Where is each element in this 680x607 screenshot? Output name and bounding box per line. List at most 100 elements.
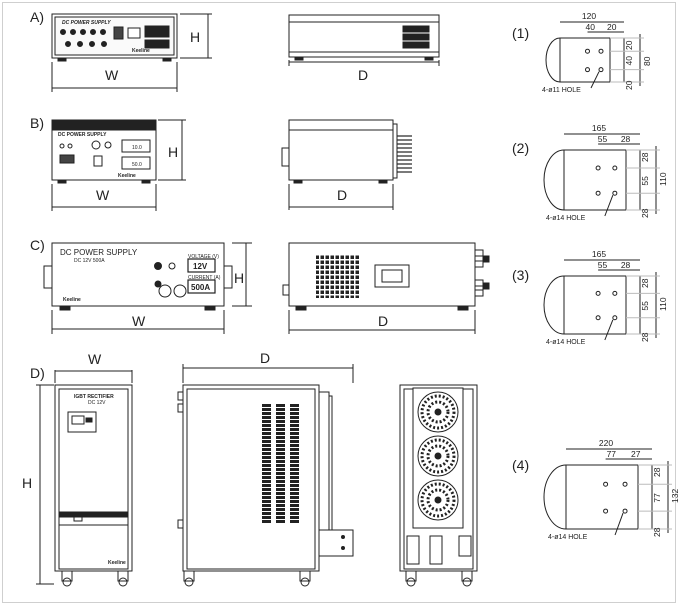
mount-hole-leader xyxy=(590,71,600,89)
section-a-depth-dimension: D xyxy=(288,60,440,83)
mount-hole xyxy=(622,508,628,514)
mount-hole xyxy=(595,165,601,171)
section-b-d-label: D xyxy=(337,187,347,203)
section-c-width-dimension: W xyxy=(51,310,225,334)
mount-total-value: 110 xyxy=(658,172,668,186)
mount-hole-label: 4-ø11 HOLE xyxy=(542,87,581,94)
mount-right-top-value: 28 xyxy=(640,278,650,288)
mount-dome xyxy=(543,149,565,211)
mount-total-value: 80 xyxy=(642,56,652,66)
fan-icon xyxy=(417,435,459,477)
section-b: B) DC POWER SUPPLY 10.0 50.0 Keeline W H xyxy=(30,115,412,211)
fan-icon xyxy=(417,391,459,433)
section-b-width-dimension: W xyxy=(51,184,157,211)
mount-hole xyxy=(585,48,590,54)
section-d-width-dimension: W xyxy=(54,351,133,383)
section-d-label: D) xyxy=(30,365,45,381)
section-c-label: C) xyxy=(30,237,45,253)
mount-dome xyxy=(545,37,561,83)
mount-offset-value: 27 xyxy=(631,449,641,459)
section-b-height-dimension: H xyxy=(158,119,186,181)
mount-offset-value: 28 xyxy=(621,134,631,144)
mount-right-top-value: 28 xyxy=(640,152,650,162)
section-b-depth-dimension: D xyxy=(288,184,394,210)
section-c-front-title: DC POWER SUPPLY xyxy=(60,248,138,257)
section-a-d-label: D xyxy=(358,67,368,83)
mount-plate xyxy=(559,37,611,83)
section-a-side-view xyxy=(288,14,440,61)
mount-plate xyxy=(563,149,627,211)
mount-label: (4) xyxy=(512,457,529,473)
section-a-brand: Keeline xyxy=(132,48,150,54)
section-c-amp-label: CURRENT (A) xyxy=(188,275,221,281)
mount-hole-leader xyxy=(604,319,614,341)
section-d-w-label: W xyxy=(88,351,102,367)
mount-inner-value: 55 xyxy=(598,260,608,270)
section-c-brand: Keeline xyxy=(63,297,81,303)
section-a-width-dimension: W xyxy=(51,62,178,92)
mount-total-value: 132 xyxy=(670,489,680,503)
section-d-d-label: D xyxy=(260,350,270,366)
section-d-depth-dimension: D xyxy=(182,350,354,383)
section-b-meter2: 50.0 xyxy=(132,162,142,168)
section-a-h-label: H xyxy=(190,29,200,45)
section-b-brand: Keeline xyxy=(118,173,136,179)
section-b-meter1: 10.0 xyxy=(132,145,142,151)
mount-dome xyxy=(543,275,565,335)
section-c-h-label: H xyxy=(234,270,244,286)
mount-plate xyxy=(565,464,639,530)
section-d-height-dimension: H xyxy=(22,384,54,585)
section-a-height-dimension: H xyxy=(180,13,212,59)
mount-label: (3) xyxy=(512,267,529,283)
section-a-front-title: DC POWER SUPPLY xyxy=(62,20,111,26)
mount-inner-value: 77 xyxy=(607,449,617,459)
section-d-front-view: IGBT RECTIFIER DC 12V Keeline xyxy=(54,384,133,587)
mount-hole xyxy=(603,508,609,514)
section-c-side-view xyxy=(282,242,490,311)
section-b-front-view: DC POWER SUPPLY 10.0 50.0 Keeline xyxy=(51,119,157,184)
mount-hole-label: 4-ø14 HOLE xyxy=(546,215,586,222)
mount-offset-value: 20 xyxy=(607,22,617,32)
mount-hole xyxy=(622,481,628,487)
section-d: D) IGBT RECTIFIER DC 12V Keeline W xyxy=(22,350,478,587)
section-c-height-dimension: H xyxy=(232,242,252,307)
mount-hole-label: 4-ø14 HOLE xyxy=(546,339,586,346)
mount-width-value: 220 xyxy=(599,438,613,448)
mount-hole-label: 4-ø14 HOLE xyxy=(548,534,588,541)
mount-width-value: 165 xyxy=(592,123,606,133)
section-d-front-title: IGBT RECTIFIER xyxy=(74,394,114,400)
section-a: A) DC POWER SUPPLY Keeline W xyxy=(30,9,440,92)
mount-hole xyxy=(598,67,604,73)
mount-hole xyxy=(595,290,601,296)
section-c: C) DC POWER SUPPLY DC 12V 500A VOLTAGE (… xyxy=(30,237,490,334)
mount-right-mid-value: 55 xyxy=(640,176,650,186)
mount-hole xyxy=(595,315,601,321)
mount-hole xyxy=(595,190,601,196)
section-c-amp-value: 500A xyxy=(191,283,210,292)
section-b-front-title: DC POWER SUPPLY xyxy=(58,132,107,138)
section-c-volt-label: VOLTAGE (V) xyxy=(188,254,219,260)
mount-width-value: 120 xyxy=(582,11,596,21)
mount-dome xyxy=(543,464,567,530)
section-c-depth-dimension: D xyxy=(288,310,476,334)
section-a-front-view: DC POWER SUPPLY Keeline xyxy=(51,13,178,62)
mount-hole xyxy=(603,481,609,487)
section-d-h-label: H xyxy=(22,475,32,491)
section-c-d-label: D xyxy=(378,313,388,329)
mount-label: (2) xyxy=(512,140,529,156)
mount-plate xyxy=(563,275,627,335)
mount-right-mid-value: 40 xyxy=(624,56,634,66)
mount-hole xyxy=(612,165,618,171)
mount-right-bottom-value: 28 xyxy=(652,527,662,537)
mount-right-mid-value: 55 xyxy=(640,301,650,311)
mount-hole-leader xyxy=(604,195,614,217)
mount-hole xyxy=(585,67,590,73)
section-c-front-view: DC POWER SUPPLY DC 12V 500A VOLTAGE (V) … xyxy=(43,242,233,311)
